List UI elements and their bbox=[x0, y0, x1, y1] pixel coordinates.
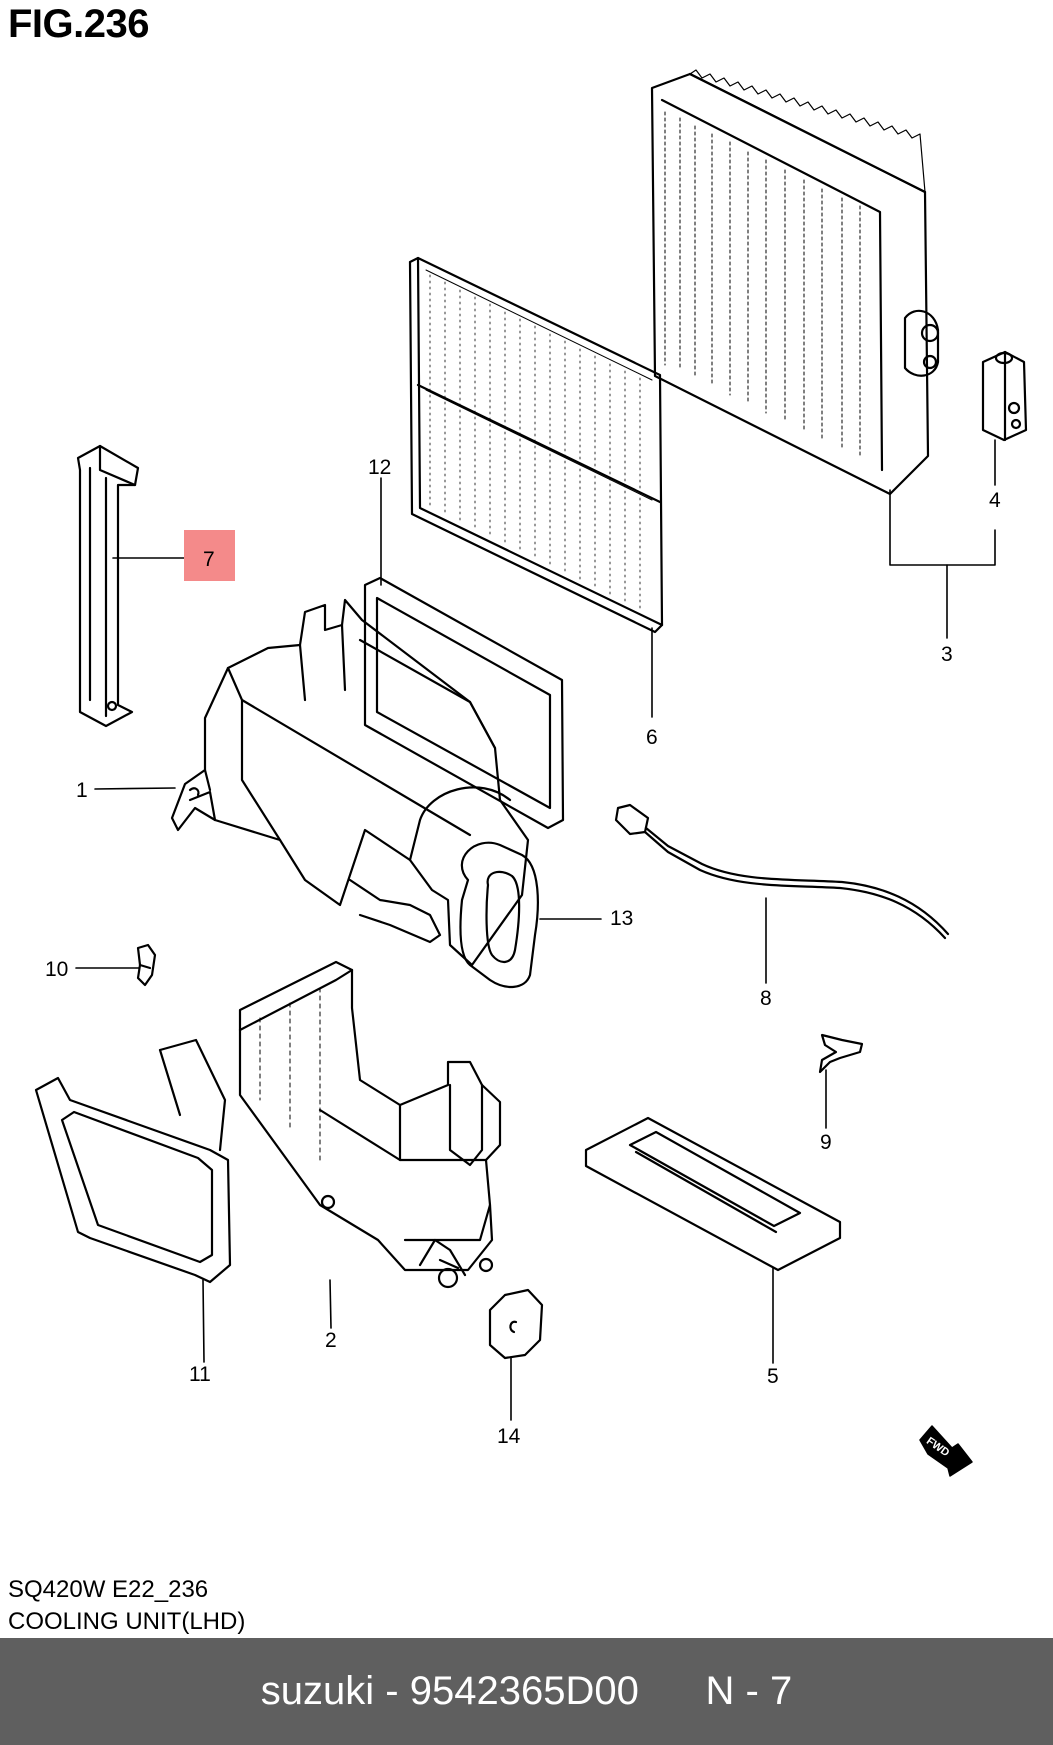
exploded-parts-diagram: 1 2 3 4 5 6 7 8 9 10 11 12 13 14 FWD bbox=[34, 69, 1028, 1477]
duct-ring-part bbox=[459, 841, 539, 988]
drain-seal-part bbox=[584, 1116, 842, 1272]
callout-7[interactable]: 7 bbox=[203, 548, 215, 571]
callout-8[interactable]: 8 bbox=[760, 987, 772, 1010]
highlight-box-part-7 bbox=[184, 530, 235, 581]
callout-2[interactable]: 2 bbox=[325, 1329, 337, 1352]
separator-dash: - bbox=[374, 1669, 410, 1713]
lower-case-part bbox=[238, 960, 502, 1289]
position-label-text: N - 7 bbox=[705, 1669, 793, 1713]
callout-6[interactable]: 6 bbox=[646, 726, 658, 749]
callout-13[interactable]: 13 bbox=[610, 907, 633, 930]
spacer bbox=[639, 1669, 706, 1714]
callout-9[interactable]: 9 bbox=[820, 1131, 832, 1154]
model-code-text: SQ420W E22_236 bbox=[8, 1576, 209, 1603]
expansion-valve-part bbox=[981, 350, 1028, 442]
upper-case-part bbox=[170, 598, 530, 967]
forward-direction-arrow-icon bbox=[919, 1425, 973, 1477]
thermo-sensor-wire-part bbox=[614, 803, 950, 940]
air-filter-part bbox=[408, 256, 664, 634]
callout-11[interactable]: 11 bbox=[189, 1363, 211, 1386]
bracket-part bbox=[76, 444, 140, 728]
callout-1[interactable]: 1 bbox=[76, 779, 88, 802]
sensor-clip-part bbox=[818, 1033, 864, 1074]
clip-part bbox=[136, 943, 157, 987]
brand-text: suzuki bbox=[260, 1669, 375, 1713]
callout-14[interactable]: 14 bbox=[497, 1425, 521, 1448]
callout-10[interactable]: 10 bbox=[45, 958, 68, 981]
evaporator-core-part bbox=[650, 69, 940, 496]
callout-4[interactable]: 4 bbox=[989, 489, 1001, 512]
duct-frame-part bbox=[34, 1038, 232, 1284]
figure-title: FIG.236 bbox=[8, 2, 150, 46]
section-name-text: COOLING UNIT(LHD) bbox=[8, 1608, 246, 1635]
part-number-text: 9542365D00 bbox=[409, 1669, 639, 1713]
seal-frame-part bbox=[363, 576, 565, 830]
callout-3[interactable]: 3 bbox=[941, 643, 953, 666]
part-info-bar: suzuki - 9542365D00 N - 7 bbox=[0, 1638, 1053, 1745]
callout-5[interactable]: 5 bbox=[767, 1365, 779, 1388]
grommet-part bbox=[488, 1288, 544, 1360]
leader-lines bbox=[75, 439, 996, 1421]
callout-12[interactable]: 12 bbox=[368, 456, 391, 479]
